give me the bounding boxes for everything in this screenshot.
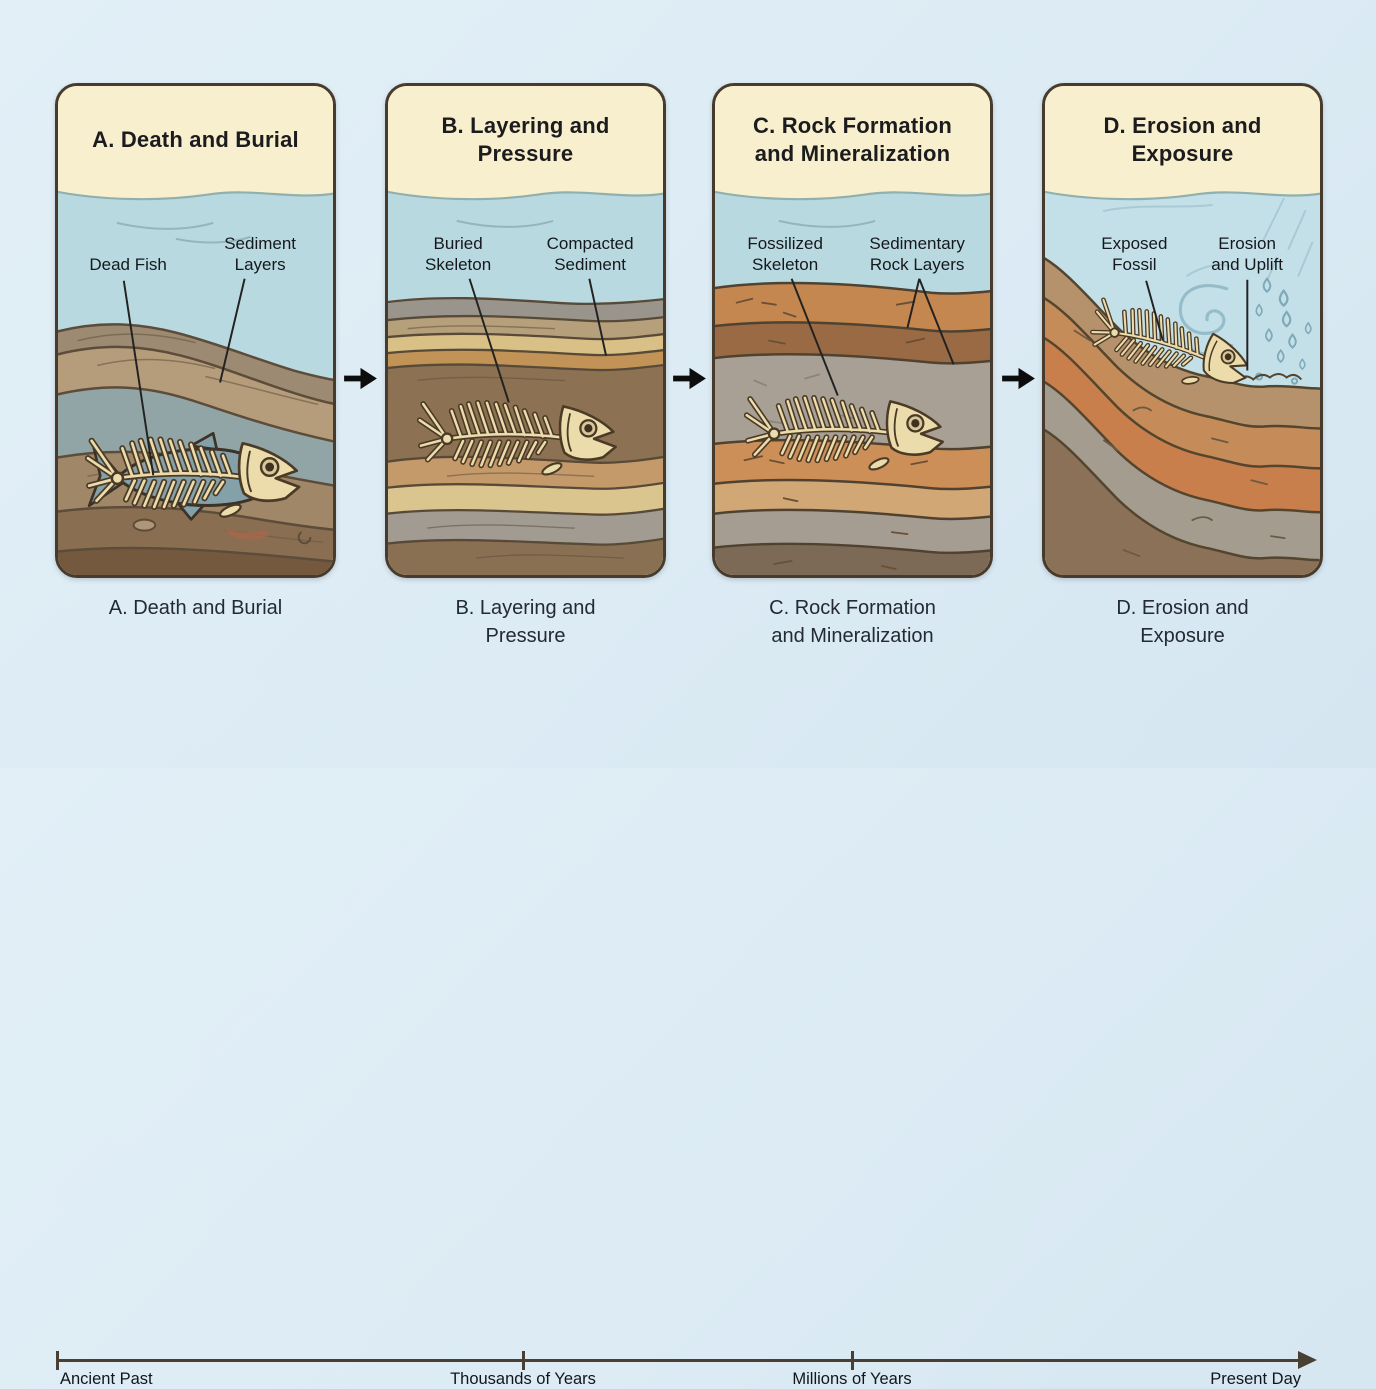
caption-death-and-burial: A. Death and Burial — [108, 597, 283, 619]
flow-arrow-icon — [343, 365, 378, 392]
water-surface — [715, 181, 990, 201]
leader-line-exposed-fossil — [1145, 280, 1164, 341]
panel-a-artwork: Dead Fish Sediment Layers — [58, 181, 333, 575]
leader-lines-sedimentary-rock — [906, 278, 955, 365]
panel-death-and-burial: A. Death and Burial — [55, 83, 336, 578]
sky-top-edge — [1045, 181, 1320, 201]
feature-label-fossilized-skeleton: Fossilized Skeleton — [747, 234, 823, 274]
caption-rock-formation: C. Rock Formation and Mineralization — [769, 597, 936, 647]
timeline-label-millions-of-years: Millions of Years — [792, 1370, 912, 1388]
water-ripples — [116, 221, 251, 244]
caption-erosion-and-exposure: D. Erosion and Exposure — [1116, 597, 1249, 647]
feature-label-sediment-layers: Sediment Layers — [224, 234, 297, 274]
panel-c-title: C. Rock Formation and Mineralization — [753, 112, 952, 166]
panel-b-header: B. Layering and Pressure — [388, 86, 663, 187]
panel-d-illustration — [1045, 181, 1320, 575]
panel-layering-and-pressure: B. Layering and Pressure — [385, 83, 666, 578]
timeline-label-thousands-of-years: Thousands of Years — [450, 1370, 596, 1388]
fossilization-process-diagram: A. Death and Burial — [0, 83, 1376, 1388]
panel-a-title: A. Death and Burial — [92, 126, 299, 154]
leader-line-compacted-sediment — [588, 278, 607, 356]
panel-c-labels: Fossilized Skeleton Sedimentary Rock Lay… — [715, 217, 990, 277]
timeline-tick-millions — [851, 1351, 854, 1370]
timeline-arrowhead-icon — [1298, 1351, 1317, 1369]
rock-layers — [715, 281, 990, 575]
panel-a-labels: Dead Fish Sediment Layers — [58, 217, 333, 277]
timeline-line — [57, 1359, 1302, 1362]
leader-line-dead-fish — [122, 280, 155, 476]
pebble — [132, 518, 157, 532]
timeline-tick-thousands — [522, 1351, 525, 1370]
feature-label-sedimentary-rock-layers: Sedimentary Rock Layers — [869, 234, 965, 274]
panel-b-illustration — [388, 181, 663, 575]
panel-b-labels: Buried Skeleton Compacted Sediment — [388, 217, 663, 277]
decay-stain — [224, 528, 269, 540]
panel-d-header: D. Erosion and Exposure — [1045, 86, 1320, 187]
panel-rock-formation-and-mineralization: C. Rock Formation and Mineralization — [712, 83, 993, 578]
wind-streaks — [1102, 197, 1314, 287]
panel-a-illustration — [58, 181, 333, 575]
water-surface — [58, 181, 333, 201]
eroded-rubble — [1235, 373, 1303, 383]
panel-c-illustration — [715, 181, 990, 575]
caption-layering-and-pressure: B. Layering and Pressure — [455, 597, 596, 647]
leader-line-fossilized-skeleton — [790, 278, 839, 396]
panel-d-title: D. Erosion and Exposure — [1103, 112, 1262, 166]
panel-d-labels: Exposed Fossil Erosion and Uplift — [1045, 217, 1320, 277]
feature-label-compacted-sediment: Compacted Sediment — [546, 234, 634, 274]
feature-label-erosion-and-uplift: Erosion and Uplift — [1211, 234, 1284, 274]
water-ripples — [456, 219, 554, 228]
panel-b-title: B. Layering and Pressure — [441, 112, 610, 166]
leader-line-sediment-layers — [219, 278, 246, 383]
flow-arrow-icon — [672, 365, 707, 392]
water-ripples — [778, 219, 876, 228]
panel-a-title-line1: A. Death and Burial — [92, 126, 299, 152]
panel-c-header: C. Rock Formation and Mineralization — [715, 86, 990, 187]
timeline-label-present-day: Present Day — [1210, 1370, 1301, 1388]
panel-erosion-and-exposure: D. Erosion and Exposure — [1042, 83, 1323, 578]
raindrops — [1255, 277, 1312, 385]
panel-c-artwork: Fossilized Skeleton Sedimentary Rock Lay… — [715, 181, 990, 575]
water-surface — [388, 181, 663, 201]
feature-label-dead-fish: Dead Fish — [89, 255, 167, 274]
panel-b-artwork: Buried Skeleton Compacted Sediment — [388, 181, 663, 575]
timeline: Ancient Past Thousands of Years Millions… — [0, 670, 1376, 1388]
panel-a-header: A. Death and Burial — [58, 86, 333, 187]
shell-fragment — [297, 531, 312, 545]
feature-label-exposed-fossil: Exposed Fossil — [1101, 234, 1168, 274]
flow-arrow-icon — [1001, 365, 1036, 392]
panel-d-artwork: Exposed Fossil Erosion and Uplift — [1045, 181, 1320, 575]
leader-line-buried-skeleton — [468, 278, 510, 403]
feature-label-buried-skeleton: Buried Skeleton — [425, 234, 492, 274]
timeline-label-ancient-past: Ancient Past — [60, 1370, 153, 1388]
timeline-tick-start — [56, 1351, 59, 1370]
